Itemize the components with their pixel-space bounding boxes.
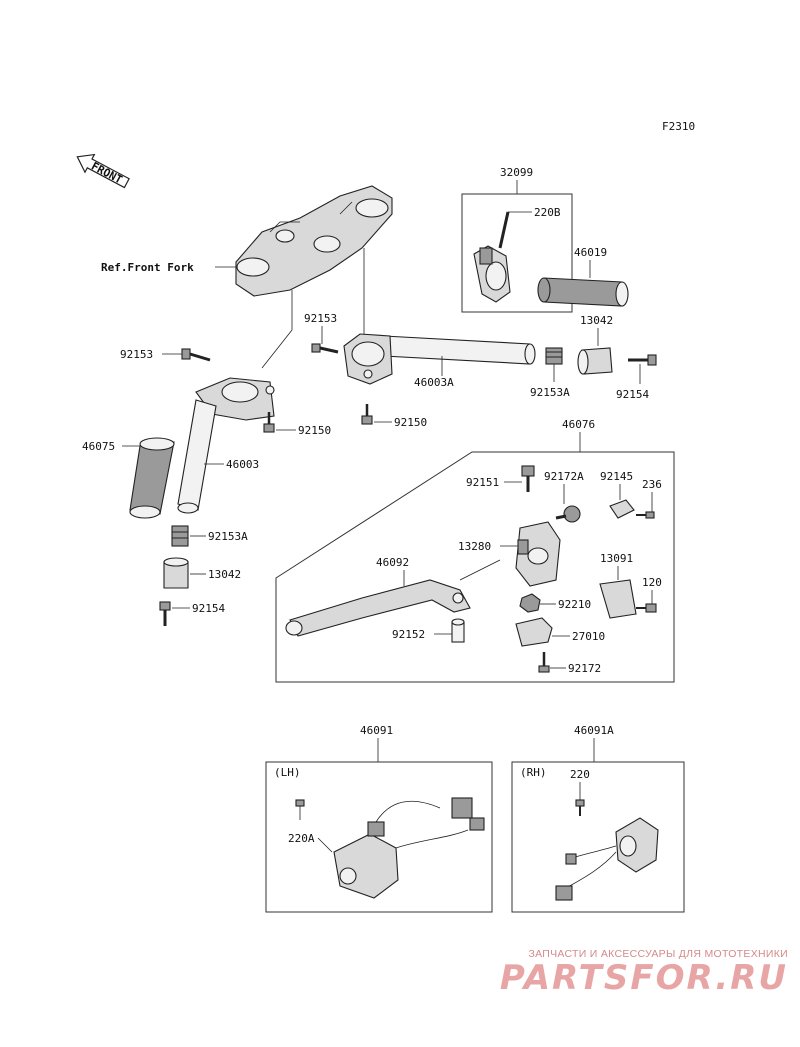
nut-92210 [519,593,541,613]
part-46003-label: 46003 [226,458,259,471]
part-92153-mid-label: 92153 [304,312,337,325]
part-92152-label: 92152 [392,628,425,641]
part-46019-label: 46019 [574,246,607,259]
bolt-92153-left [181,348,211,362]
part-92153-left-label: 92153 [120,348,153,361]
bar-end-weight-left [163,557,189,589]
part-92210-label: 92210 [558,598,591,611]
switch-27010 [515,617,553,647]
part-92153A-left-label: 92153A [208,530,248,543]
part-27010-label: 27010 [572,630,605,643]
part-46091A-label: 46091A [574,724,614,737]
part-13091-label: 13091 [600,552,633,565]
lever-holder-13280 [515,521,561,587]
part-13042-top-label: 13042 [580,314,613,327]
watermark-brand: PARTSFOR.RU [499,958,788,998]
adjuster-92172A [555,505,581,523]
bracket-13091 [599,579,637,619]
upper-triple-clamp [235,185,393,297]
part-92172-label: 92172 [568,662,601,675]
lever-46092 [285,579,471,637]
part-220B-label: 220B [534,206,561,219]
right-switch-housing [555,799,659,901]
collar-92152 [451,618,465,643]
collar-92153A-left [171,525,189,547]
part-220A-label: 220A [288,832,315,845]
part-92154-left-label: 92154 [192,602,225,615]
bolt-92154-left [159,601,171,626]
bar-end-weight-top [577,347,613,375]
part-92172A-label: 92172A [544,470,584,483]
spring-92145 [609,499,635,519]
part-92151-label: 92151 [466,476,499,489]
bolt-120 [636,603,657,613]
part-92153A-right-label: 92153A [530,386,570,399]
part-13042-left-label: 13042 [208,568,241,581]
part-46003A-label: 46003A [414,376,454,389]
watermark-tagline: ЗАПЧАСТИ И АКСЕССУАРЫ ДЛЯ МОТОТЕХНИКИ [528,948,788,960]
part-236-label: 236 [642,478,662,491]
part-13280-label: 13280 [458,540,491,553]
part-92150-left-label: 92150 [298,424,331,437]
part-46076-label: 46076 [562,418,595,431]
front-arrow-label: FRONT [89,160,125,187]
right-grip [537,277,629,307]
part-46075-label: 46075 [82,440,115,453]
front-arrow-icon: FRONT [76,153,130,189]
ref-front-fork-label: Ref.Front Fork [101,261,194,274]
part-92145-label: 92145 [600,470,633,483]
watermark: ЗАПЧАСТИ И АКСЕССУАРЫ ДЛЯ МОТОТЕХНИКИ PA… [478,948,788,998]
bolt-92154-right [628,354,657,366]
left-switch-housing [295,797,485,899]
screw-236 [636,511,655,519]
figure-code: F2310 [662,120,695,133]
part-92154-right-label: 92154 [616,388,649,401]
throttle-housing [473,211,532,303]
left-grip [129,437,175,519]
screw-92172 [538,652,550,673]
rh-tag: (RH) [520,766,547,779]
part-92150-mid-label: 92150 [394,416,427,429]
pivot-bolt-92151 [521,465,535,492]
bolt-92150-mid [361,404,373,425]
lh-tag: (LH) [274,766,301,779]
left-handlebar [177,377,275,514]
bolt-92150-left [263,412,275,433]
part-46092-label: 46092 [376,556,409,569]
bolt-92153-mid [311,343,339,354]
part-46091-label: 46091 [360,724,393,737]
part-220-rh-label: 220 [570,768,590,781]
part-32099-label: 32099 [500,166,533,179]
right-handlebar [343,333,536,385]
part-120-label: 120 [642,576,662,589]
collar-92153A-right [545,347,563,365]
